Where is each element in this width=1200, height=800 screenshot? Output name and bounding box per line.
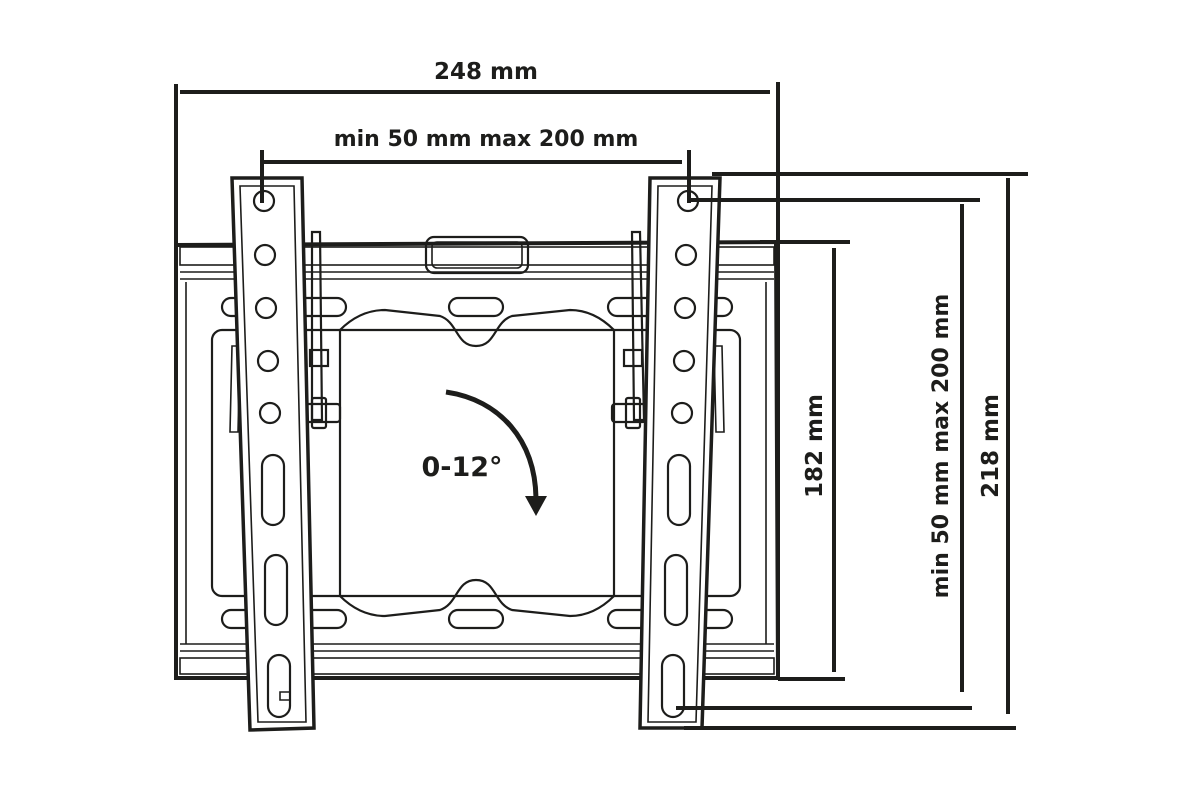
- right-arm-slot-3: [660, 653, 686, 719]
- dimension-horizontal-hole-spacing: [260, 150, 691, 203]
- vertical-hole-spacing-label: min 50 mm max 200 mm: [929, 294, 954, 599]
- left-spring-rod: [310, 230, 324, 422]
- wall-plate-top-handle: [424, 235, 530, 275]
- left-arm-hole-4: [256, 349, 280, 373]
- left-tilt-hardware: [229, 230, 342, 433]
- right-spring-rod: [630, 230, 646, 422]
- wall-slot-top-center: [447, 296, 505, 318]
- left-arm-hole-3: [254, 296, 278, 320]
- right-bracket-clip: [713, 345, 725, 433]
- wall-plate-top-rail: [179, 246, 775, 266]
- overall-width-label: 248 mm: [434, 59, 538, 85]
- right-arm-hole-2: [674, 243, 698, 267]
- wall-plate-inner-panel: [210, 328, 742, 598]
- wall-plate-center-cutout: [338, 308, 616, 618]
- dimension-overall-height: [684, 172, 1028, 730]
- left-arm-hole-2: [253, 243, 277, 267]
- left-upper-nut: [308, 348, 330, 368]
- dimension-vertical-hole-spacing: [676, 198, 980, 710]
- right-tilt-bolt-nut: [624, 396, 642, 430]
- left-tv-arm: [230, 176, 316, 732]
- dimension-plate-height: [760, 240, 850, 681]
- right-arm-hole-3: [673, 296, 697, 320]
- plate-height-label: 182 mm: [802, 394, 828, 498]
- left-arm-slot-2: [263, 553, 289, 627]
- right-arm-hole-4: [672, 349, 696, 373]
- overall-height-label: 218 mm: [978, 394, 1004, 498]
- wall-plate: [174, 235, 781, 680]
- left-tilt-bolt-nut: [310, 396, 328, 430]
- left-arm-safety-hook: [279, 691, 291, 701]
- right-arm-slot-1: [666, 453, 692, 527]
- right-upper-nut: [622, 348, 644, 368]
- left-tv-arm-inner-edge: [239, 185, 307, 723]
- tilt-range-label: 0-12°: [421, 452, 502, 483]
- right-tv-arm-inner-edge: [647, 185, 713, 723]
- tilt-arrow-arc: [445, 389, 539, 499]
- tilt-arrow-head-icon: [525, 496, 547, 516]
- right-arm-hole-5: [670, 401, 694, 425]
- horizontal-hole-spacing-label: min 50 mm max 200 mm: [334, 127, 639, 152]
- right-tv-arm-outline: [638, 176, 722, 730]
- wall-plate-bottom-rail: [179, 657, 775, 675]
- wall-plate-top-handle-inner: [431, 241, 523, 269]
- left-arm-hole-5: [258, 401, 282, 425]
- right-arm-slot-2: [663, 553, 689, 627]
- right-tv-arm: [638, 176, 722, 730]
- left-arm-slot-1: [260, 453, 286, 527]
- dimension-overall-width: [174, 82, 780, 678]
- wall-slot-bottom-center: [447, 608, 505, 630]
- left-arm-slot-3: [266, 653, 292, 719]
- tilt-arrow: [445, 389, 547, 516]
